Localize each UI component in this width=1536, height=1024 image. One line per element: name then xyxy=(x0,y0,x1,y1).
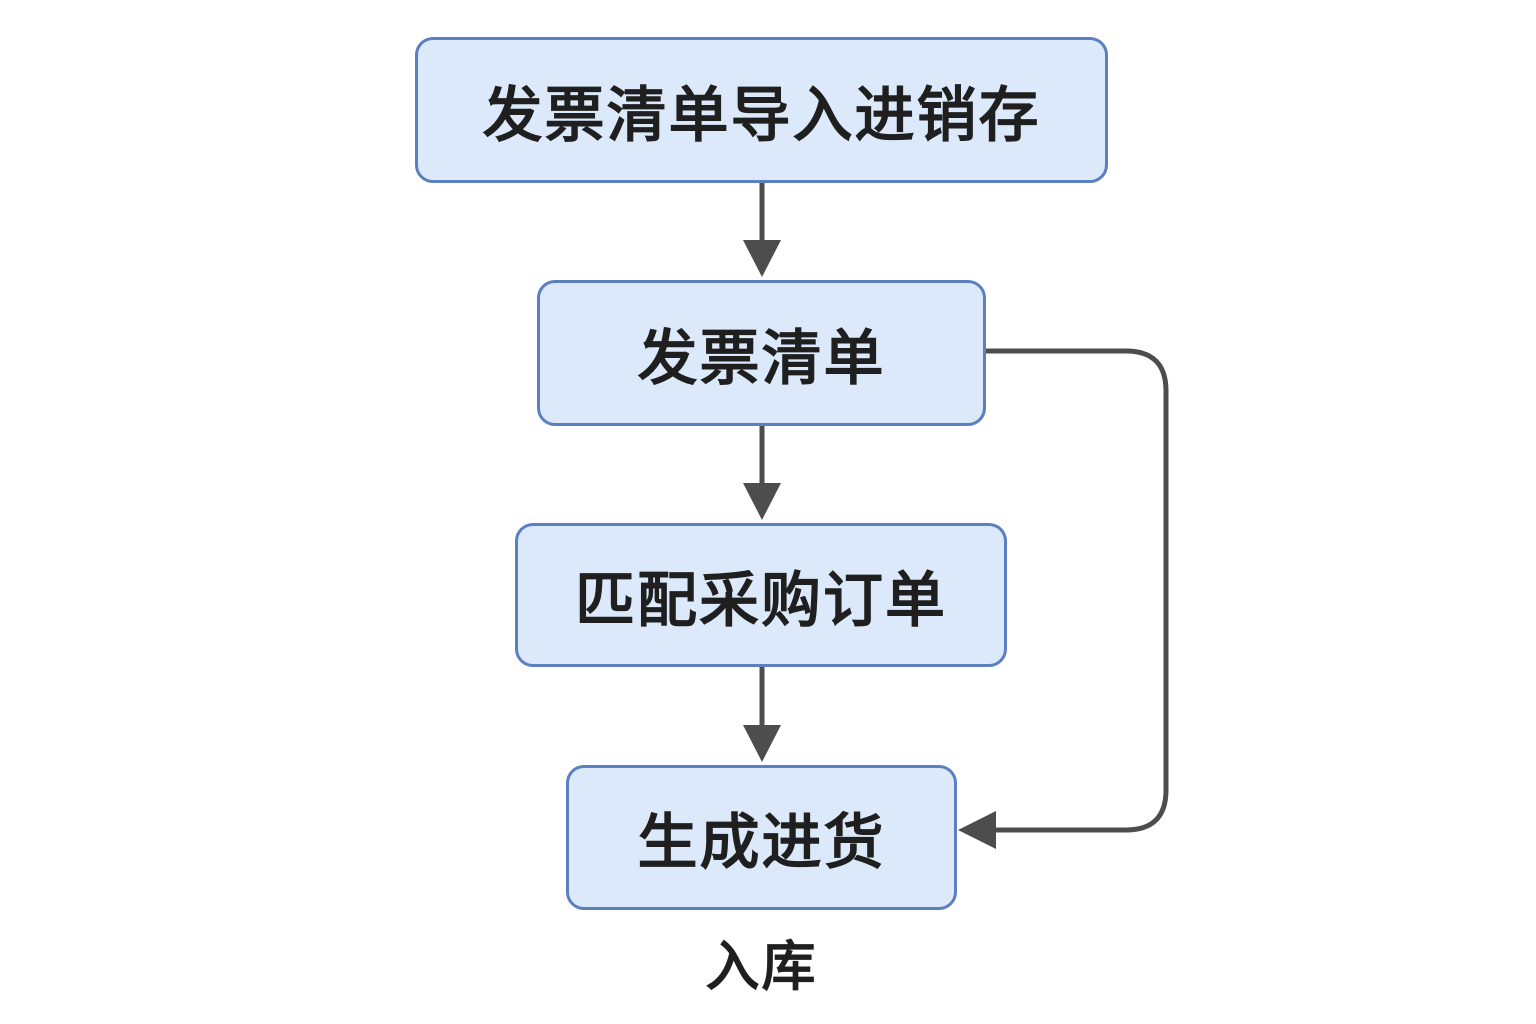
node-invoice-list-import-label: 发票清单导入进销存 xyxy=(482,80,1041,151)
caption-warehouse-in: 入库 xyxy=(705,935,818,998)
edge-n3-n4 xyxy=(743,667,781,762)
node-match-purchase-order-label: 匹配采购订单 xyxy=(575,565,947,636)
node-match-purchase-order: 匹配采购订单 xyxy=(515,523,1007,667)
node-invoice-list-import: 发票清单导入进销存 xyxy=(415,37,1108,183)
edge-n2-n4-bypass xyxy=(958,348,1169,849)
node-invoice-list-label: 发票清单 xyxy=(637,323,886,394)
node-invoice-list: 发票清单 xyxy=(537,280,986,426)
edge-n1-n2 xyxy=(743,183,781,277)
node-generate-receipt: 生成进货 xyxy=(566,765,957,910)
edge-n2-n3 xyxy=(743,426,781,520)
node-generate-receipt-label: 生成进货 xyxy=(637,808,886,878)
